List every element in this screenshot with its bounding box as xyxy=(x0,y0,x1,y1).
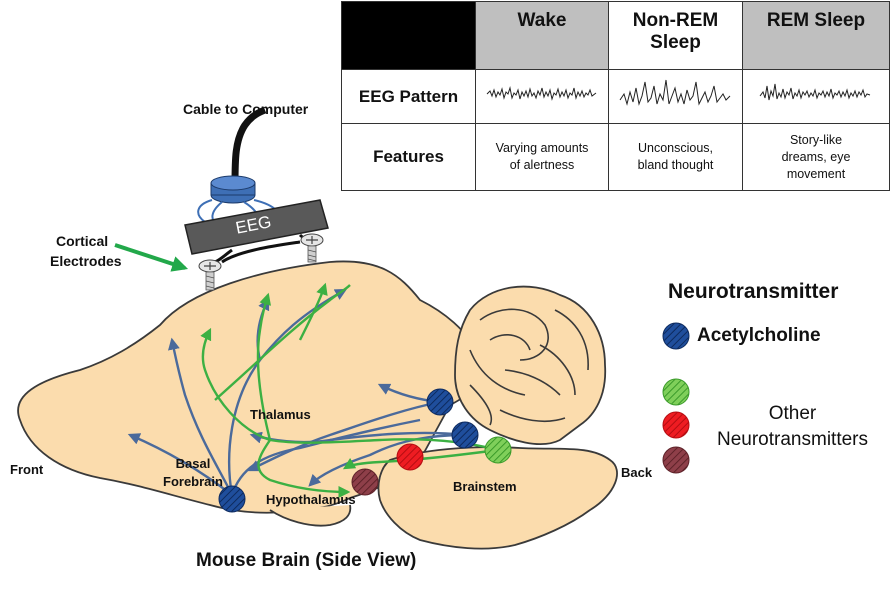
legend-acetylcholine-swatch xyxy=(662,322,690,350)
legend-green-swatch xyxy=(662,378,690,406)
acetylcholine-nucleus-1 xyxy=(426,388,454,416)
green-nucleus xyxy=(484,436,512,464)
cerebellum-shape xyxy=(454,285,607,445)
eeg-wave-icon xyxy=(759,83,871,101)
red-nucleus xyxy=(396,443,424,471)
electrode-screw-right xyxy=(300,233,324,263)
cerebrum-shape xyxy=(17,260,483,514)
legend-red-swatch xyxy=(662,411,690,439)
legend-title: Neurotransmitter xyxy=(668,280,839,303)
front-label: Front xyxy=(10,462,44,477)
eeg-wave-icon xyxy=(619,79,730,106)
eeg-trace-nonrem xyxy=(608,69,743,124)
thalamus-label: Thalamus xyxy=(250,407,311,422)
other-pathways xyxy=(200,282,499,498)
features-nonrem: Unconscious,bland thought xyxy=(608,123,743,191)
acetylcholine-nucleus-basal xyxy=(218,485,246,513)
table-corner-cell xyxy=(341,1,476,70)
hypothalamus-shape xyxy=(269,504,352,527)
row-header-features: Features xyxy=(341,123,476,191)
col-header-rem: REM Sleep xyxy=(742,1,890,70)
brainstem-label: Brainstem xyxy=(453,479,517,494)
row-header-eeg-pattern: EEG Pattern xyxy=(341,69,476,124)
brainstem-shape xyxy=(377,446,618,550)
eeg-trace-wake xyxy=(475,69,609,124)
hypothalamus-label: Hypothalamus xyxy=(266,492,356,507)
electrode-pointer-arrow xyxy=(114,243,189,272)
eeg-device xyxy=(184,106,329,291)
cable-label: Cable to Computer xyxy=(183,101,309,117)
electrode-screw-left xyxy=(198,259,222,291)
back-label: Back xyxy=(621,465,653,480)
legend-maroon-swatch xyxy=(662,446,690,474)
caption: Mouse Brain (Side View) xyxy=(196,550,417,571)
cerebellum-folds xyxy=(469,308,589,426)
acetylcholine-nucleus-2 xyxy=(451,421,479,449)
maroon-nucleus xyxy=(351,468,379,496)
computer-cable xyxy=(231,106,267,186)
legend-acetylcholine-label: Acetylcholine xyxy=(697,325,821,346)
eeg-box xyxy=(184,199,329,255)
eeg-wave-icon xyxy=(486,86,597,101)
